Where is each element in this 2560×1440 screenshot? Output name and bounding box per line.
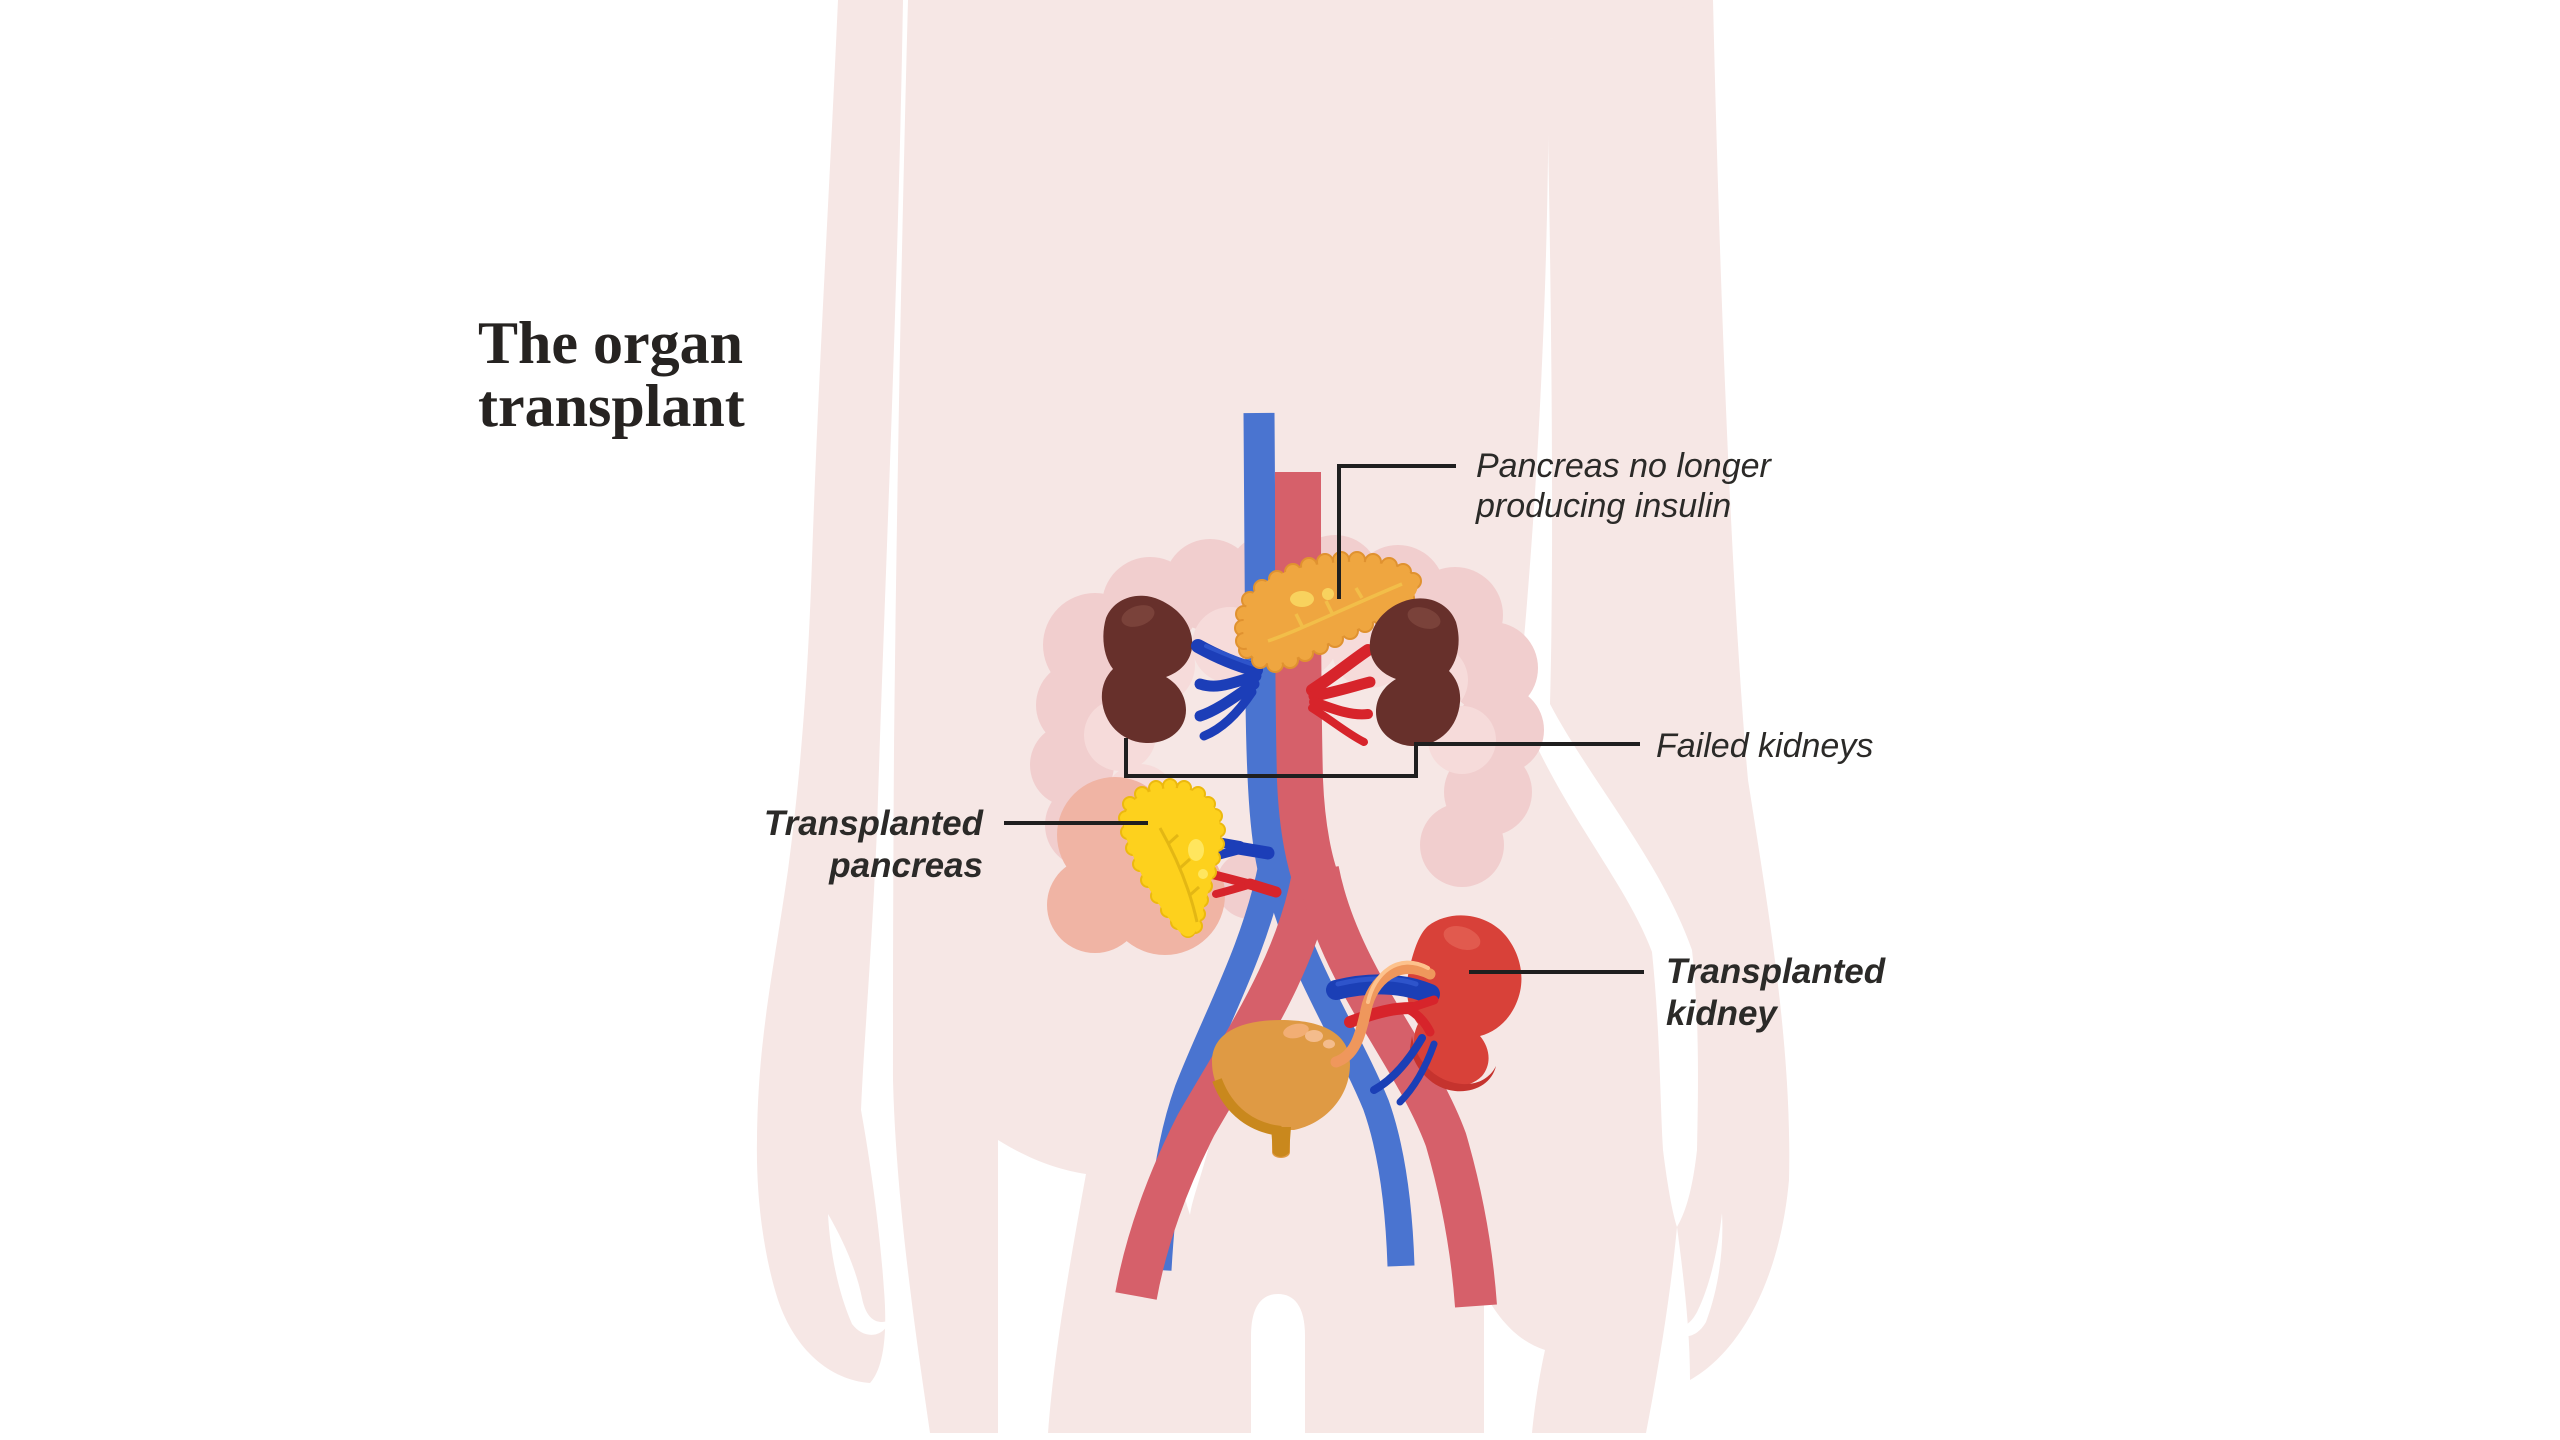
crotch-notch bbox=[1251, 1294, 1305, 1433]
failed-pancreas-duct bbox=[1267, 582, 1403, 643]
right-arm bbox=[1546, 0, 1790, 1380]
bladder-body bbox=[1212, 1020, 1350, 1158]
bottom-strip bbox=[0, 1433, 2560, 1440]
right-shoulder bbox=[1546, 0, 1713, 40]
kidney-highlight bbox=[1443, 926, 1481, 950]
transplanted-pancreas-spot bbox=[1188, 839, 1204, 861]
aorta-trunk bbox=[1275, 471, 1340, 894]
silhouette-gaps bbox=[0, 1128, 2560, 1440]
failed-pancreas-spot bbox=[1322, 588, 1334, 600]
iliac-artery-right bbox=[1297, 865, 1497, 1308]
leader-lines bbox=[1004, 464, 1644, 974]
transplanted-pancreas-duct bbox=[1158, 827, 1200, 923]
failed-kidney-left bbox=[1101, 595, 1193, 744]
transplanted-pancreas-body bbox=[1123, 788, 1221, 937]
page-title: The organ transplant bbox=[478, 312, 745, 438]
bladder bbox=[1212, 1020, 1350, 1158]
bladder-highlight bbox=[1323, 1039, 1335, 1049]
label-transplanted-kidney: Transplanted kidney bbox=[1666, 952, 1886, 1033]
left-thigh-gap bbox=[998, 1140, 1086, 1433]
label-failed-pancreas: Pancreas no longer producing insulin bbox=[1476, 447, 1771, 525]
kidney-highlight bbox=[1407, 607, 1441, 629]
transplanted-pancreas bbox=[1118, 778, 1226, 938]
ureter bbox=[1330, 960, 1436, 1068]
label-transplanted-pancreas: Transplanted pancreas bbox=[763, 804, 983, 885]
bladder-neck bbox=[1271, 1127, 1291, 1157]
bladder-highlight bbox=[1305, 1030, 1323, 1042]
bladder-highlight bbox=[1283, 1023, 1309, 1039]
page-title-line2: transplant bbox=[478, 373, 745, 439]
renal-arteries bbox=[1306, 644, 1376, 746]
leader-line-failed-pancreas bbox=[1337, 464, 1456, 599]
failed-pancreas-spot bbox=[1290, 591, 1314, 607]
right-hand-notch bbox=[1668, 1213, 1723, 1337]
transplanted-kidney-shade bbox=[1410, 1036, 1496, 1092]
iliac-artery-left bbox=[1115, 864, 1335, 1300]
renal-veins bbox=[1191, 639, 1263, 741]
right-thigh-gap bbox=[1484, 1292, 1545, 1433]
label-failed-kidneys: Failed kidneys bbox=[1656, 727, 1874, 765]
left-arm bbox=[756, 0, 903, 1383]
kidney-highlight bbox=[1121, 605, 1155, 627]
aorta bbox=[1115, 471, 1497, 1308]
left-hand-notch bbox=[828, 1214, 890, 1335]
failed-kidney-right bbox=[1369, 598, 1461, 747]
leader-line-failed-kidneys bbox=[1124, 738, 1640, 778]
transplanted-pancreas-spot bbox=[1198, 869, 1208, 879]
page-title-line1: The organ bbox=[478, 310, 744, 376]
